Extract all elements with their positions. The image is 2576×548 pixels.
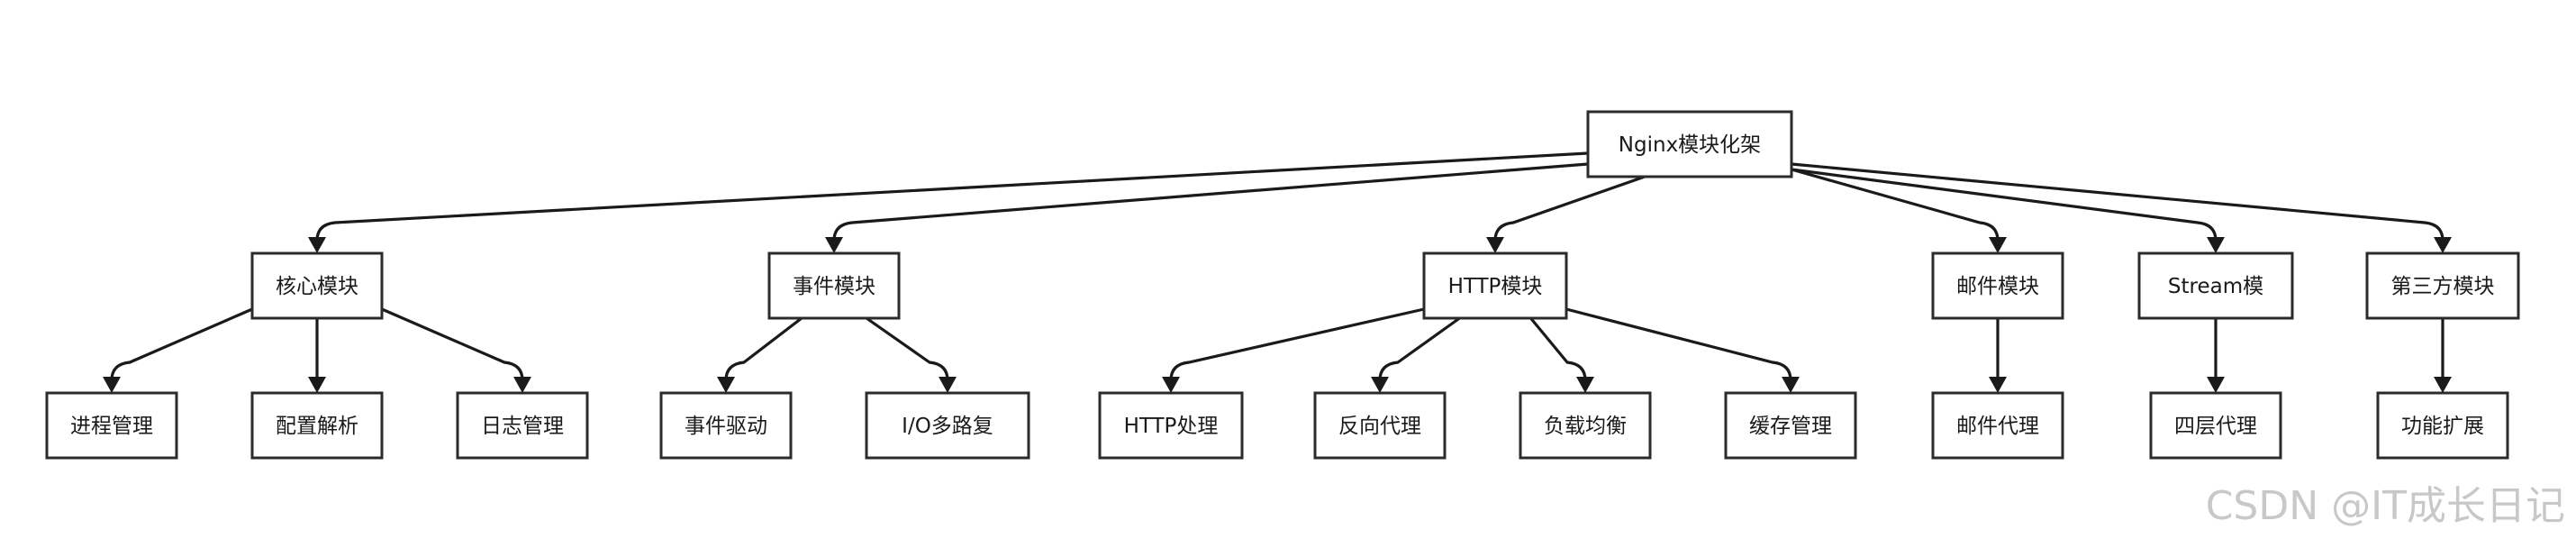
edge-root-to-core-arrowhead (308, 237, 326, 253)
node-label: 负载均衡 (1544, 415, 1627, 438)
edge-http-to-http-handle (1169, 307, 1425, 381)
node-box (865, 391, 1030, 460)
node-stream-l4: 四层代理 (2149, 391, 2282, 460)
node-mail-proxy: 邮件代理 (1931, 391, 2064, 460)
watermark-text: CSDN @IT成长日记 (2206, 483, 2565, 529)
node-box (1313, 391, 1447, 460)
node-box (659, 391, 793, 460)
edge-root-to-event-arrowhead (825, 237, 843, 253)
node-label: HTTP模块 (1448, 275, 1543, 298)
edge-core-to-core-process (110, 307, 253, 381)
node-label: 四层代理 (2174, 415, 2257, 438)
edge-stream-to-stream-l4-arrowhead (2207, 377, 2225, 393)
node-box (250, 251, 384, 320)
node-label: Nginx模块化架 (1619, 133, 1761, 157)
node-label: 事件模块 (793, 275, 875, 298)
edge-root-to-stream (1791, 168, 2218, 242)
edge-http-to-http-cache-arrowhead (1782, 377, 1800, 393)
node-label: 事件驱动 (685, 415, 767, 438)
node-label: 核心模块 (276, 275, 358, 298)
node-box (2149, 391, 2282, 460)
node-http-handle: HTTP处理 (1098, 391, 1244, 460)
node-label: I/O多路复 (902, 415, 993, 438)
edge-root-to-stream-arrowhead (2207, 237, 2225, 253)
node-box (1519, 391, 1652, 460)
node-core-log: 日志管理 (456, 391, 589, 460)
edge-root-to-thirdparty (1791, 162, 2444, 242)
edge-event-to-event-driven (724, 316, 803, 381)
node-label: HTTP处理 (1124, 415, 1219, 438)
node-core-config: 配置解析 (250, 391, 384, 460)
edge-root-to-thirdparty-arrowhead (2434, 237, 2452, 253)
node-box (1098, 391, 1244, 460)
node-box (767, 251, 901, 320)
node-label: 日志管理 (481, 415, 564, 438)
node-label: 邮件代理 (1956, 415, 2039, 438)
node-label: 进程管理 (70, 415, 153, 438)
edge-http-to-http-cache (1565, 307, 1792, 381)
edge-http-to-http-proxy-arrowhead (1371, 377, 1389, 393)
node-root: Nginx模块化架 (1586, 110, 1793, 178)
node-thirdparty: 第三方模块 (2365, 251, 2520, 320)
edge-core-to-core-config-arrowhead (308, 377, 326, 393)
edge-http-to-http-lb-arrowhead (1576, 377, 1594, 393)
node-box (1586, 110, 1793, 178)
node-core-process: 进程管理 (45, 391, 178, 460)
edge-root-to-mail-arrowhead (1989, 237, 2007, 253)
edge-core-to-core-log (381, 307, 524, 381)
node-label: 反向代理 (1338, 415, 1421, 438)
node-box (456, 391, 589, 460)
node-thirdparty-ext: 功能扩展 (2376, 391, 2509, 460)
node-http-proxy: 反向代理 (1313, 391, 1447, 460)
node-box (2137, 251, 2294, 320)
node-http-cache: 缓存管理 (1724, 391, 1857, 460)
node-http-lb: 负载均衡 (1519, 391, 1652, 460)
node-event: 事件模块 (767, 251, 901, 320)
node-box (45, 391, 178, 460)
node-box (250, 391, 384, 460)
node-http: HTTP模块 (1422, 251, 1568, 320)
edge-http-to-http-proxy (1378, 316, 1461, 381)
edge-root-to-core (315, 151, 1589, 242)
edge-core-to-core-process-arrowhead (103, 377, 121, 393)
node-box (1931, 391, 2064, 460)
node-box (2376, 391, 2509, 460)
edge-event-to-event-io-arrowhead (939, 377, 957, 393)
node-core: 核心模块 (250, 251, 384, 320)
node-label: 第三方模块 (2391, 275, 2495, 298)
node-label: 配置解析 (276, 415, 358, 438)
node-mail: 邮件模块 (1931, 251, 2064, 320)
node-event-io: I/O多路复 (865, 391, 1030, 460)
node-box (1931, 251, 2064, 320)
diagram-edges (103, 151, 2452, 393)
node-label: 缓存管理 (1749, 415, 1832, 438)
node-box (2365, 251, 2520, 320)
node-box (1724, 391, 1857, 460)
edge-root-to-http-arrowhead (1486, 237, 1504, 253)
edge-root-to-http (1493, 175, 1646, 242)
node-label: 功能扩展 (2401, 415, 2484, 438)
node-label: Stream模 (2168, 275, 2263, 298)
edge-http-to-http-lb (1529, 316, 1587, 381)
edge-event-to-event-io (866, 316, 949, 381)
edge-http-to-http-handle-arrowhead (1162, 377, 1180, 393)
edge-thirdparty-to-thirdparty-ext-arrowhead (2434, 377, 2452, 393)
node-stream: Stream模 (2137, 251, 2294, 320)
edge-mail-to-mail-proxy-arrowhead (1989, 377, 2007, 393)
edge-core-to-core-log-arrowhead (513, 377, 531, 393)
node-label: 邮件模块 (1956, 275, 2039, 298)
edge-event-to-event-driven-arrowhead (717, 377, 735, 393)
node-box (1422, 251, 1568, 320)
node-event-driven: 事件驱动 (659, 391, 793, 460)
